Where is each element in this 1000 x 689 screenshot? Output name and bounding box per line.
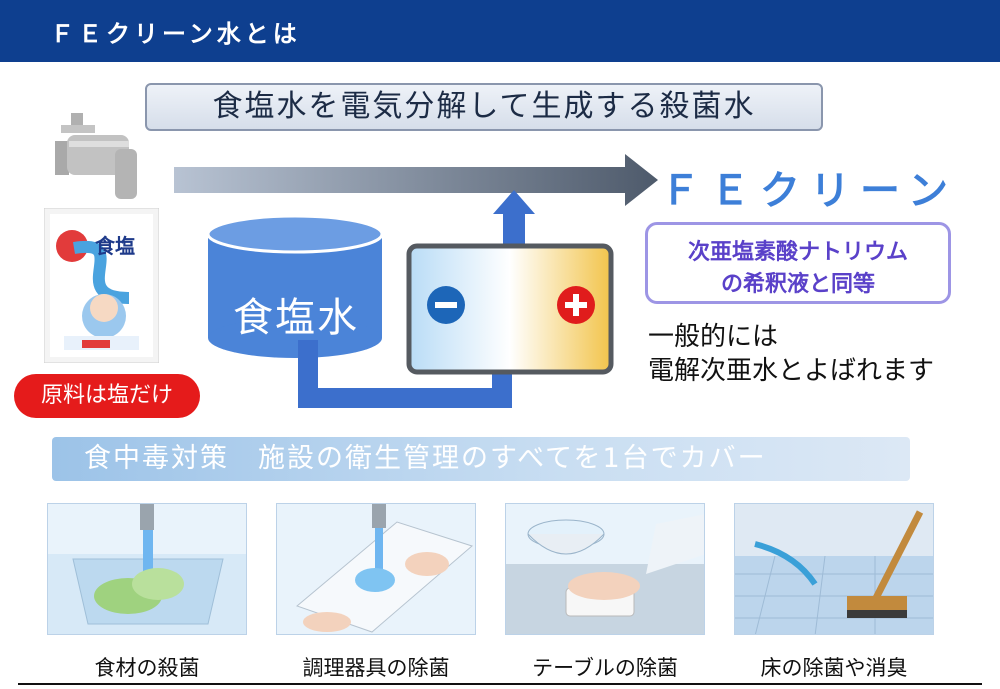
pipe-connector — [298, 190, 535, 408]
use-caption: テーブルの除菌 — [532, 656, 678, 680]
salt-only-badge: 原料は塩だけ — [14, 374, 200, 418]
electrolysis-cell — [406, 243, 614, 375]
coverage-text: 食中毒対策 施設の衛生管理のすべてを1台でカバー — [84, 443, 767, 474]
headline-text: 食塩水を電気分解して生成する殺菌水 — [212, 89, 756, 124]
tank-label: 食塩水 — [233, 295, 359, 341]
general-note-line-2: 電解次亜水とよばれます — [648, 356, 935, 386]
salt-package-label: 食塩 — [95, 234, 135, 258]
hypochlorite-line-1: 次亜塩素酸ナトリウム — [687, 240, 908, 265]
salt-package-icon — [44, 208, 159, 363]
main-flow-arrow — [174, 154, 658, 206]
coverage-band — [52, 437, 910, 481]
use-caption: 食材の殺菌 — [94, 656, 200, 680]
sink-vegetables-icon — [47, 503, 247, 635]
salt-water-tank-icon — [206, 214, 384, 358]
headline-banner — [145, 83, 823, 131]
hypochlorite-line-2: の希釈液と同等 — [720, 272, 875, 297]
faucet-icon — [55, 113, 137, 199]
page-title: ＦＥクリーン水とは — [50, 20, 301, 48]
use-caption: 床の除菌や消臭 — [760, 656, 908, 680]
header-bar — [0, 0, 1000, 62]
hypochlorite-box — [645, 222, 951, 304]
table-wipe-icon — [505, 503, 705, 635]
cutting-board-icon — [276, 503, 476, 635]
use-caption: 調理器具の除菌 — [302, 656, 450, 680]
general-note-line-1: 一般的には — [648, 322, 779, 352]
floor-brush-icon — [734, 503, 934, 635]
bottom-divider — [18, 683, 982, 685]
